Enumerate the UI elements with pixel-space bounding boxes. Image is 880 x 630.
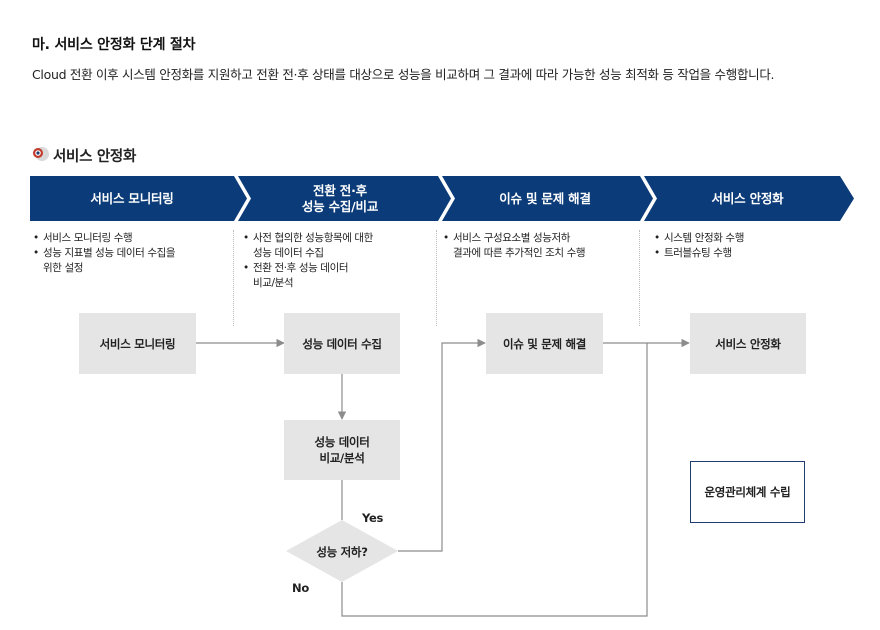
detail-item: 트러블슈팅 수행	[654, 246, 850, 261]
box-data-analyze: 성능 데이터 비교/분석	[284, 420, 400, 480]
detail-line: 서비스 모니터링 수행	[43, 232, 133, 244]
box-label: 운영관리체계 수립	[704, 485, 791, 499]
detail-line: 트러블슈팅 수행	[664, 247, 732, 259]
box-label: 성능 데이터 수집	[302, 336, 382, 351]
detail-list-collect: 사전 협의한 성능항목에 대한 성능 데이터 수집 전환 전·후 성능 데이터 …	[243, 231, 433, 291]
box-issue-resolve: 이슈 및 문제 해결	[486, 313, 603, 374]
detail-line: 전환 전·후 성능 데이터	[253, 262, 349, 274]
section-title: 서비스 안정화	[53, 149, 136, 165]
detail-list-stabilize: 시스템 안정화 수행 트러블슈팅 수행	[654, 231, 850, 261]
box-label: 서비스 안정화	[715, 336, 781, 351]
detail-item: 성능 지표별 성능 데이터 수집을 위한 설정	[33, 246, 229, 276]
step-label-line: 성능 수집/비교	[301, 198, 379, 214]
detail-line: 서비스 구성요소별 성능저하	[453, 232, 570, 244]
step-chevron-1	[30, 176, 247, 221]
box-ops-framework: 운영관리체계 수립	[690, 461, 805, 523]
detail-item: 서비스 구성요소별 성능저하 결과에 따른 추가적인 조치 수행	[443, 231, 639, 261]
column-divider	[436, 230, 437, 326]
step-chevron-2	[238, 176, 451, 221]
detail-line: 위한 설정	[43, 262, 83, 274]
step-chevron-3	[442, 176, 653, 221]
column-divider	[639, 230, 640, 326]
intro-paragraph: Cloud 전환 이후 시스템 안정화를 지원하고 전환 전·후 상태를 대상으…	[32, 67, 775, 82]
detail-line: 사전 협의한 성능항목에 대한	[253, 232, 373, 244]
detail-line: 성능 데이터 수집	[253, 247, 324, 259]
step-label-line: 서비스 안정화	[711, 190, 784, 206]
step-label-resolve: 이슈 및 문제 해결	[455, 176, 635, 221]
step-label-line: 서비스 모니터링	[90, 190, 174, 206]
column-divider	[233, 230, 234, 326]
detail-item: 전환 전·후 성능 데이터 비교/분석	[243, 261, 433, 291]
step-label-collect: 전환 전·후 성능 수집/비교	[250, 176, 430, 221]
decision-diamond	[286, 520, 398, 582]
box-label: 이슈 및 문제 해결	[502, 336, 587, 351]
step-label-monitoring: 서비스 모니터링	[30, 176, 234, 221]
detail-item: 사전 협의한 성능항목에 대한 성능 데이터 수집	[243, 231, 433, 261]
target-bullet-icon	[33, 147, 49, 161]
step-label-stabilize: 서비스 안정화	[655, 176, 840, 221]
detail-line: 성능 지표별 성능 데이터 수집을	[43, 247, 176, 259]
box-label-line: 성능 데이터	[314, 435, 370, 449]
box-monitoring: 서비스 모니터링	[79, 313, 196, 374]
box-data-collect: 성능 데이터 수집	[284, 313, 400, 374]
detail-line: 비교/분석	[253, 277, 294, 289]
process-banner	[30, 176, 854, 221]
step-label-line: 전환 전·후	[313, 182, 367, 198]
detail-line: 결과에 따른 추가적인 조치 수행	[453, 247, 586, 259]
step-label-line: 이슈 및 문제 해결	[499, 190, 591, 206]
box-label: 서비스 모니터링	[99, 336, 176, 351]
detail-item: 서비스 모니터링 수행	[33, 231, 229, 246]
box-label-line: 비교/분석	[319, 451, 365, 465]
decision-label: 성능 저하?	[316, 545, 368, 559]
detail-list-monitoring: 서비스 모니터링 수행 성능 지표별 성능 데이터 수집을 위한 설정	[33, 231, 229, 276]
detail-item: 시스템 안정화 수행	[654, 231, 850, 246]
step-chevron-4	[644, 176, 854, 221]
box-service-stabilize: 서비스 안정화	[690, 313, 806, 374]
detail-list-resolve: 서비스 구성요소별 성능저하 결과에 따른 추가적인 조치 수행	[443, 231, 639, 261]
line-no-to-stabilize	[341, 343, 648, 617]
yes-label: Yes	[362, 511, 384, 525]
page-heading: 마. 서비스 안정화 단계 절차	[32, 37, 196, 53]
no-label: No	[292, 581, 309, 595]
detail-line: 시스템 안정화 수행	[664, 232, 744, 244]
arrow-yes-to-resolve	[398, 338, 486, 552]
